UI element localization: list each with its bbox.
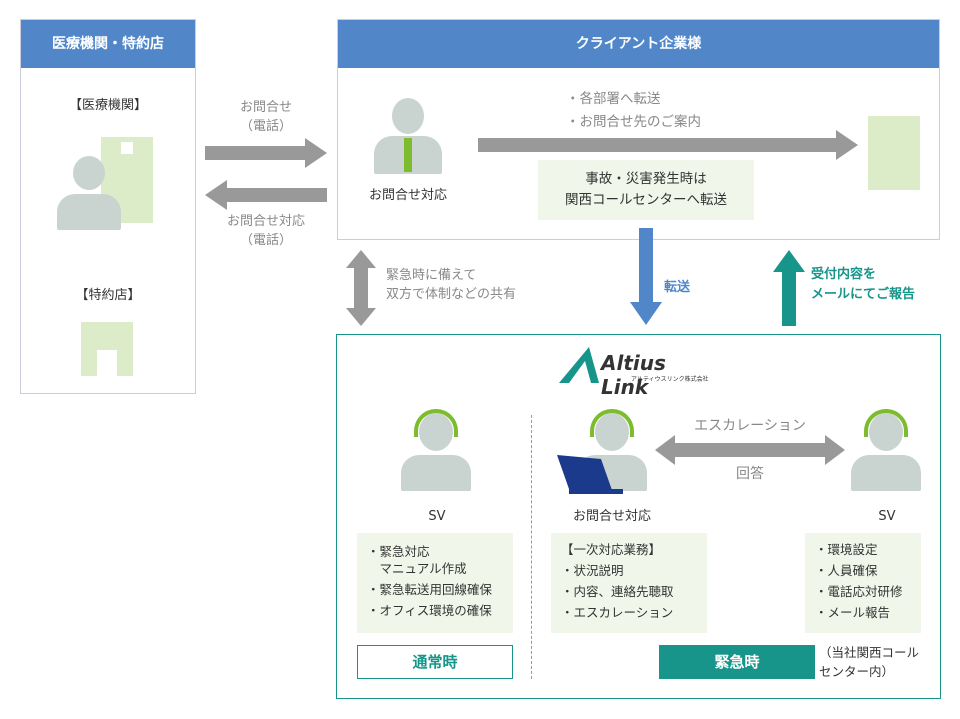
section-divider — [531, 415, 532, 679]
report-label: 受付内容をメールにてご報告 — [811, 265, 915, 305]
response-arrow — [205, 180, 327, 210]
escalation-double-arrow — [655, 435, 845, 465]
incident-note-line: 事故・災害発生時は — [585, 171, 707, 187]
share-text: 緊急時に備えて — [386, 268, 477, 283]
forward-notes: ・各部署へ転送 ・お問合せ先のご案内 — [566, 88, 701, 134]
duty-item: ・環境設定 — [815, 542, 878, 557]
medical-dealer-panel: 医療機関・特約店 【医療機関】 【特約店】 — [20, 19, 196, 394]
emergency-note-line: センター内） — [819, 664, 895, 679]
duty-item: ・メール報告 — [815, 605, 891, 620]
inquiry-arrow — [205, 138, 327, 168]
operator-duties: 【一次対応業務】 ・状況説明 ・内容、連絡先聴取 ・エスカレーション — [551, 533, 707, 633]
medical-dealer-title: 医療機関・特約店 — [21, 20, 195, 68]
escalation-label: エスカレーション — [694, 418, 806, 434]
duty-item: ・状況説明 — [561, 563, 624, 578]
client-operator-label: お問合せ対応 — [368, 188, 447, 203]
altius-logo-mark — [559, 347, 599, 383]
inquiry-label: お問合せ （電話） — [206, 98, 326, 136]
response-phone: （電話） — [239, 233, 292, 248]
emergency-badge: 緊急時 — [659, 645, 815, 679]
duty-item: ・内容、連絡先聴取 — [561, 584, 674, 599]
duty-item: ・オフィス環境の確保 — [367, 603, 492, 618]
client-title: クライアント企業様 — [338, 20, 939, 68]
sv-left-label: SV — [428, 509, 446, 524]
duty-item: ・人員確保 — [815, 563, 878, 578]
share-text: 双方で体制などの共有 — [386, 287, 517, 302]
duty-item: マニュアル作成 — [367, 561, 467, 576]
altius-logo: Altius Link アルティウスリンク株式会社 — [559, 347, 719, 399]
sv-right-label: SV — [878, 509, 896, 524]
duty-item: ・電話応対研修 — [815, 584, 903, 599]
logo-subtext: アルティウスリンク株式会社 — [631, 376, 709, 383]
incident-note-line: 関西コールセンターへ転送 — [565, 192, 727, 208]
inquiry-phone: （電話） — [239, 119, 292, 134]
forward-note: ・各部署へ転送 — [566, 91, 661, 107]
emergency-note: （当社関西コール センター内） — [819, 643, 919, 681]
logo-text: Altius Link — [601, 351, 666, 399]
incident-note-box: 事故・災害発生時は 関西コールセンターへ転送 — [538, 160, 754, 220]
report-text: 受付内容を — [811, 267, 877, 282]
emergency-note-line: （当社関西コール — [819, 645, 920, 660]
transfer-label: 転送 — [664, 280, 691, 295]
transfer-arrow — [630, 228, 662, 325]
operator-label: お問合せ対応 — [572, 509, 651, 524]
response-text: お問合せ対応 — [226, 214, 305, 229]
normal-badge: 通常時 — [357, 645, 513, 679]
share-double-arrow — [346, 250, 376, 326]
duty-item: ・緊急転送用回線確保 — [367, 582, 493, 597]
client-panel: クライアント企業様 お問合せ対応 ・各部署へ転送 ・お問合せ先のご案内 事故・災… — [337, 19, 940, 240]
medical-label: 【医療機関】 — [68, 98, 147, 113]
sv-left-duties: ・緊急対応 マニュアル作成 ・緊急転送用回線確保 ・オフィス環境の確保 — [357, 533, 513, 633]
altius-panel: Altius Link アルティウスリンク株式会社 SV ・緊急対応 マニュアル… — [336, 334, 941, 699]
sv-right-duties: ・環境設定 ・人員確保 ・電話応対研修 ・メール報告 — [805, 533, 921, 633]
report-arrow — [773, 250, 805, 326]
report-text: メールにてご報告 — [811, 287, 916, 302]
forward-note: ・お問合せ先のご案内 — [566, 114, 701, 130]
share-label: 緊急時に備えて双方で体制などの共有 — [386, 266, 516, 304]
dealer-label: 【特約店】 — [75, 288, 141, 303]
response-label: お問合せ対応 （電話） — [206, 212, 326, 250]
duty-item: ・緊急対応 — [367, 544, 430, 559]
answer-label: 回答 — [736, 466, 764, 482]
inquiry-text: お問合せ — [239, 100, 292, 115]
duty-item: 【一次対応業務】 — [561, 542, 662, 557]
forward-arrow — [478, 130, 858, 160]
duty-item: ・エスカレーション — [561, 605, 674, 620]
